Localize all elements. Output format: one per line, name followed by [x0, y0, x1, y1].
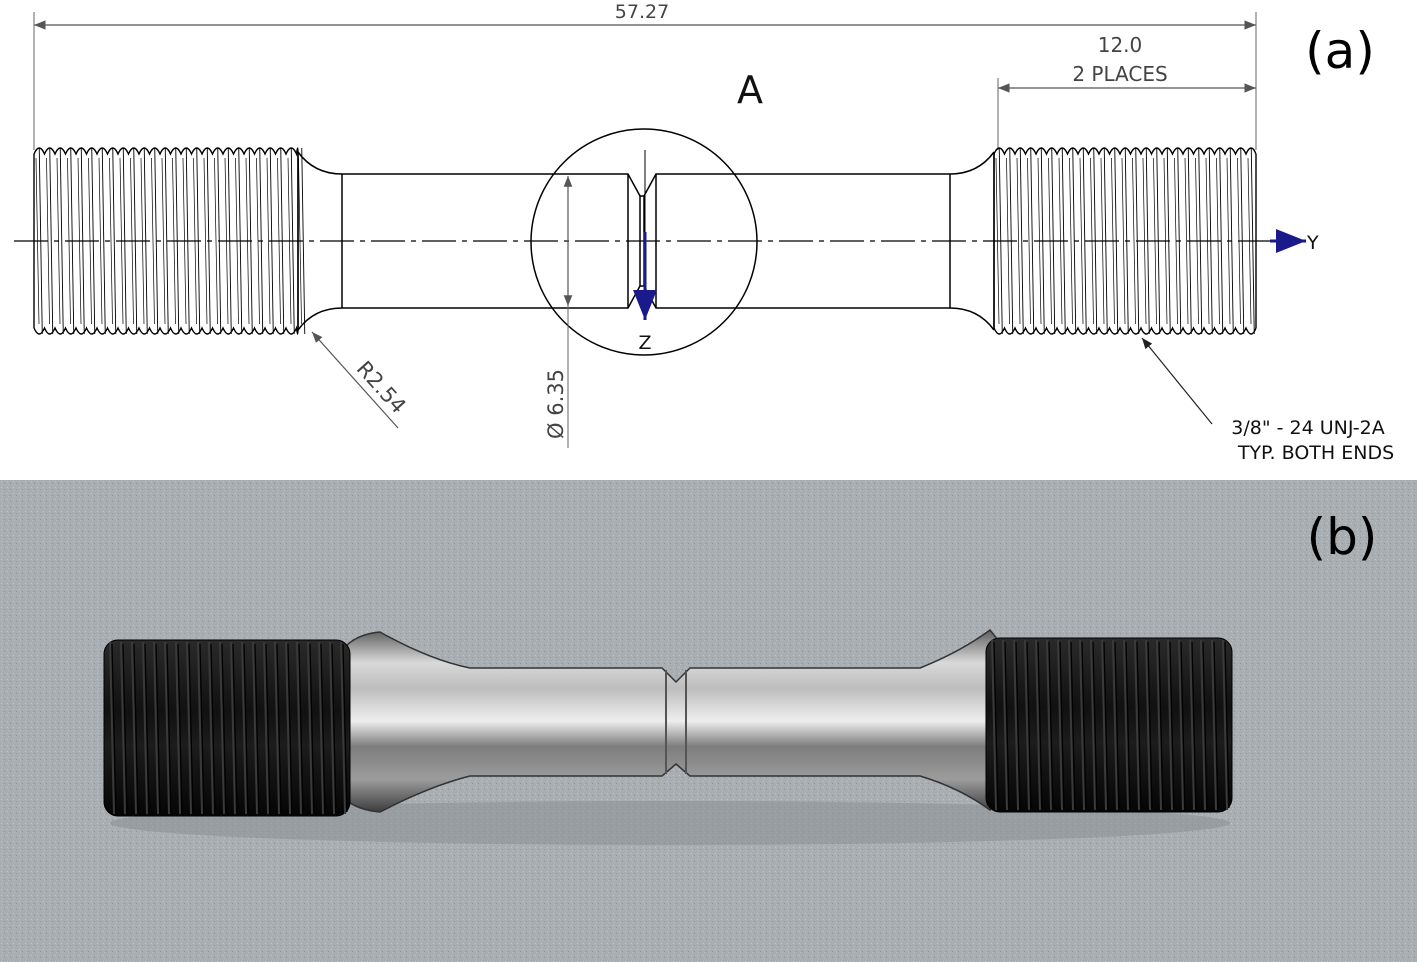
- photo-panel: (b): [0, 480, 1417, 962]
- panel-a-tag: (a): [1305, 22, 1375, 80]
- photo-specimen: [103, 628, 1233, 817]
- left-thread: [33, 147, 306, 335]
- z-axis: Z: [633, 150, 657, 354]
- thread-spec-label: 3/8" - 24 UNJ-2A: [1231, 417, 1384, 439]
- overall-length-label: 57.27: [615, 1, 669, 23]
- thread-length-label: 12.0: [1098, 33, 1143, 57]
- specimen-shadow: [110, 801, 1230, 845]
- thread-length-dimension: 12.0 2 PLACES: [997, 33, 1256, 150]
- radius-dimension: R2.54: [311, 331, 411, 429]
- z-axis-label: Z: [638, 332, 651, 354]
- centerline: Y: [14, 229, 1319, 254]
- view-label: A: [737, 68, 763, 112]
- diameter-label: Ø 6.35: [544, 369, 568, 439]
- drawing-panel: 57.27 12.0 2 PLACES A (a): [0, 0, 1417, 480]
- diameter-dimension: Ø 6.35: [544, 176, 573, 448]
- photo-left-thread: [103, 639, 351, 817]
- panel-b-tag: (b): [1307, 508, 1378, 566]
- thread-callout: 3/8" - 24 UNJ-2A TYP. BOTH ENDS: [1141, 337, 1394, 464]
- photo-svg: (b): [0, 480, 1417, 962]
- y-axis-label: Y: [1306, 232, 1319, 254]
- thread-length-note: 2 PLACES: [1072, 62, 1167, 86]
- detail-circle: [530, 128, 758, 356]
- drawing-svg: 57.27 12.0 2 PLACES A (a): [14, 1, 1394, 464]
- thread-note-label: TYP. BOTH ENDS: [1237, 442, 1394, 464]
- photo-right-thread: [985, 637, 1233, 813]
- overall-dimension: 57.27: [33, 1, 1257, 150]
